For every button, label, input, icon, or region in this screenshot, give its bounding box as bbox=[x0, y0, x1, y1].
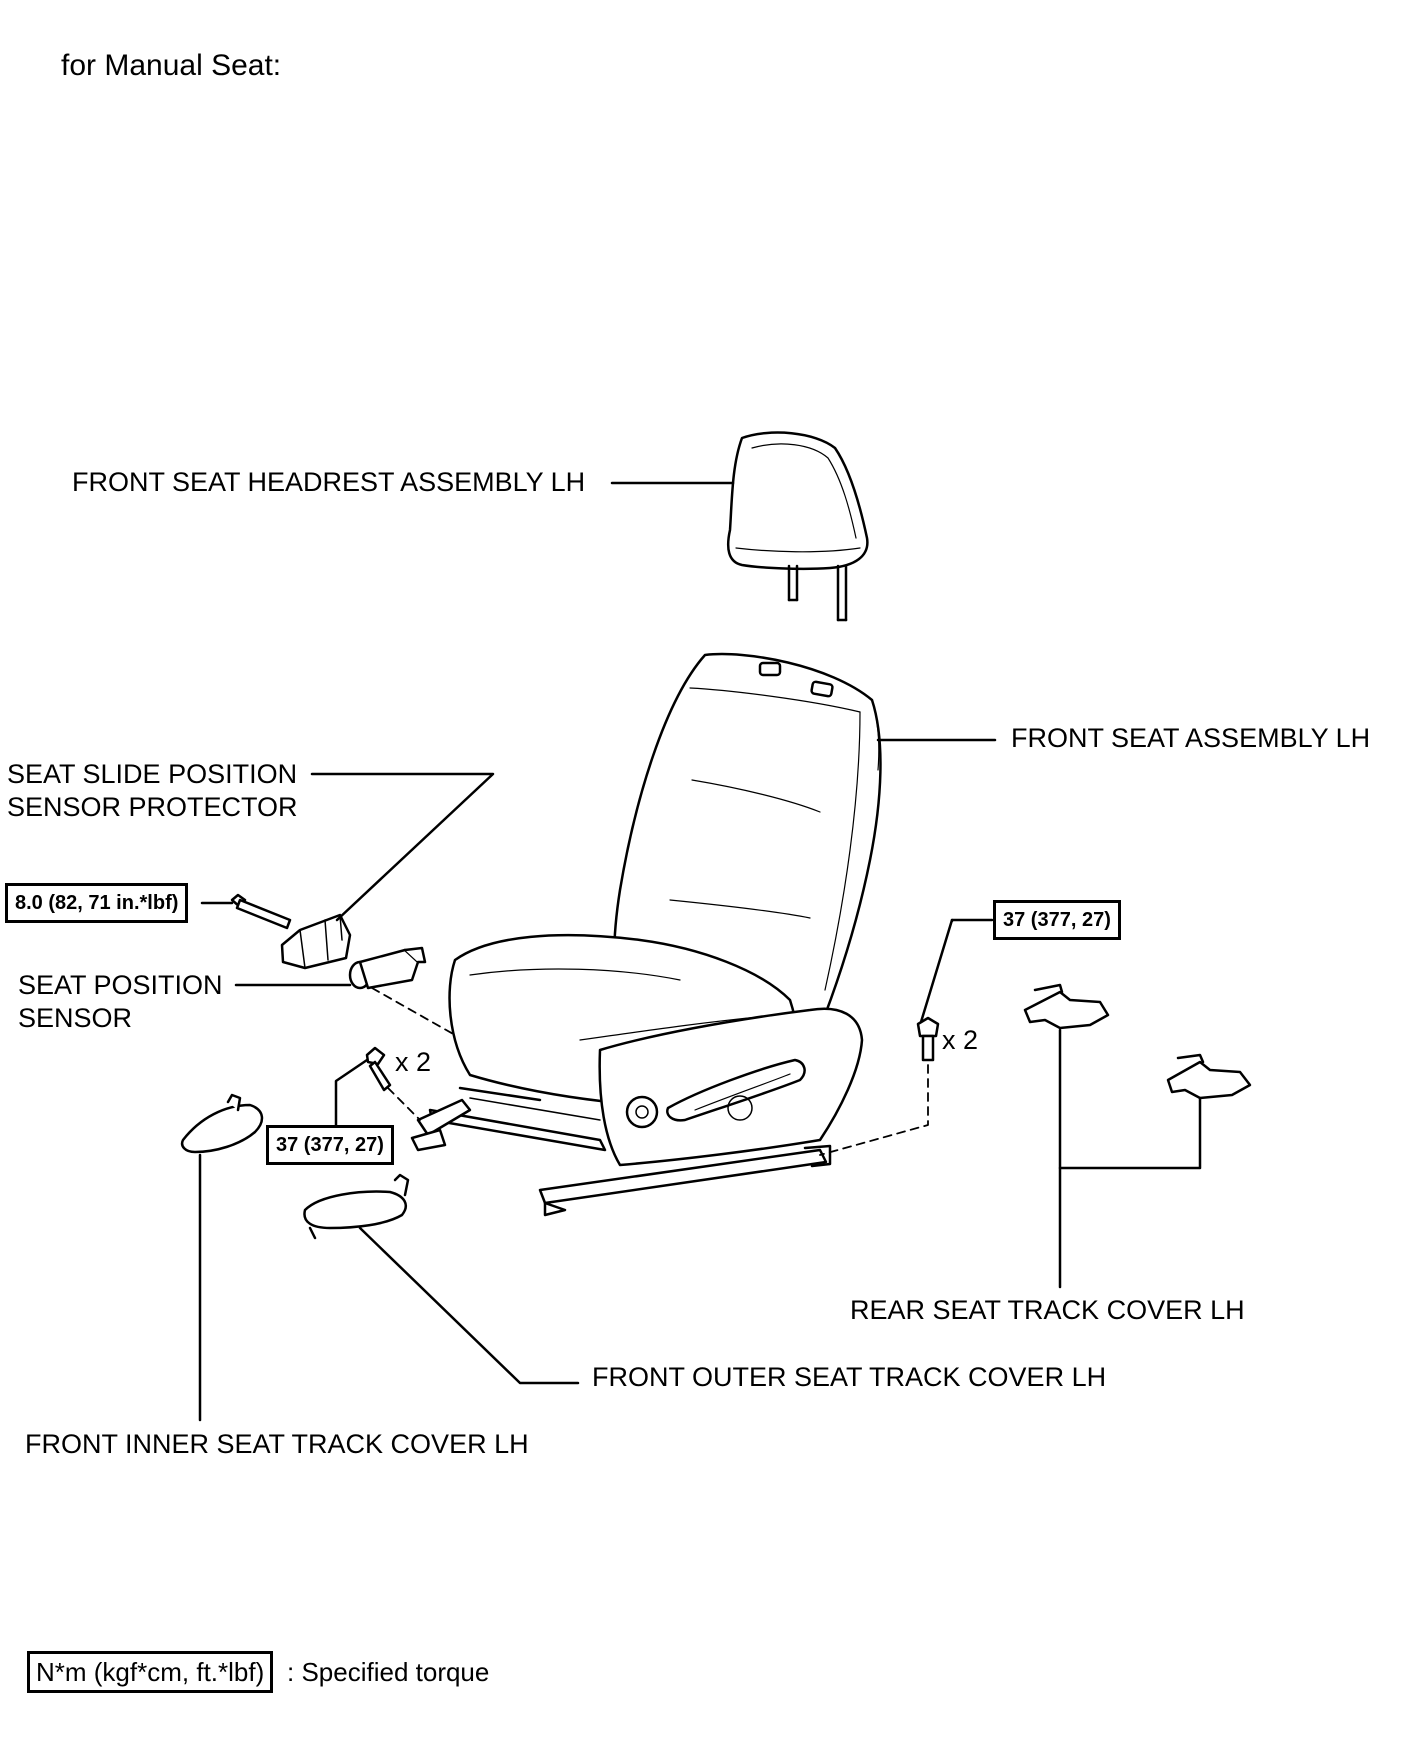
position-sensor-drawing bbox=[348, 946, 427, 990]
label-front-inner-cover: FRONT INNER SEAT TRACK COVER LH bbox=[25, 1429, 529, 1459]
leader-front-outer-cover bbox=[358, 1226, 580, 1385]
page-heading: for Manual Seat: bbox=[61, 49, 282, 82]
label-position-sensor: SEAT POSITION SENSOR bbox=[18, 969, 223, 1035]
label-front-outer-cover: FRONT OUTER SEAT TRACK COVER LH bbox=[592, 1362, 1107, 1392]
label-seat-assembly: FRONT SEAT ASSEMBLY LH bbox=[1011, 723, 1371, 753]
rear-cover-lower-drawing bbox=[1166, 1053, 1252, 1100]
count-rear-bolt: x 2 bbox=[942, 1025, 979, 1055]
label-sensor-protector: SEAT SLIDE POSITION SENSOR PROTECTOR bbox=[7, 758, 298, 824]
sensor-install-path bbox=[371, 987, 456, 1036]
torque-protector-bolt: 8.0 (82, 71 in.*lbf) bbox=[5, 883, 189, 923]
label-position-sensor-line2: SENSOR bbox=[18, 1003, 133, 1033]
headrest-drawing bbox=[726, 431, 869, 622]
count-front-bolt: x 2 bbox=[395, 1047, 432, 1077]
label-position-sensor-line1: SEAT POSITION bbox=[18, 970, 223, 1000]
rear-cover-upper-drawing bbox=[1023, 983, 1110, 1030]
sensor-protector-drawing bbox=[280, 913, 352, 970]
label-headrest: FRONT SEAT HEADREST ASSEMBLY LH bbox=[72, 467, 586, 497]
label-sensor-protector-line1: SEAT SLIDE POSITION bbox=[7, 759, 298, 789]
rear-bolt-drawing bbox=[916, 1016, 940, 1062]
leader-lines bbox=[198, 481, 1202, 1422]
label-sensor-protector-line2: SENSOR PROTECTOR bbox=[7, 792, 298, 822]
leader-front-torque bbox=[334, 1058, 369, 1127]
seat-assembly-drawing bbox=[410, 652, 882, 1217]
front-bolt-install-path bbox=[387, 1087, 421, 1121]
torque-front-bolt: 37 (377, 27) bbox=[266, 1125, 394, 1165]
leader-sensor-protector bbox=[310, 772, 495, 922]
front-outer-cover-drawing bbox=[303, 1173, 410, 1240]
legend-description: : Specified torque bbox=[287, 1657, 490, 1687]
legend-unit-box: N*m (kgf*cm, ft.*lbf) bbox=[27, 1651, 274, 1693]
leader-rear-torque bbox=[919, 918, 954, 1024]
front-bolt-drawing bbox=[365, 1046, 392, 1092]
leader-rear-cover-b bbox=[1058, 1096, 1202, 1170]
front-inner-cover-drawing bbox=[180, 1093, 264, 1154]
torque-rear-bolt: 37 (377, 27) bbox=[993, 900, 1121, 940]
label-rear-track-cover: REAR SEAT TRACK COVER LH bbox=[850, 1295, 1245, 1325]
rear-bolt-install-path bbox=[819, 1064, 929, 1156]
protector-bolt-drawing bbox=[230, 893, 292, 930]
